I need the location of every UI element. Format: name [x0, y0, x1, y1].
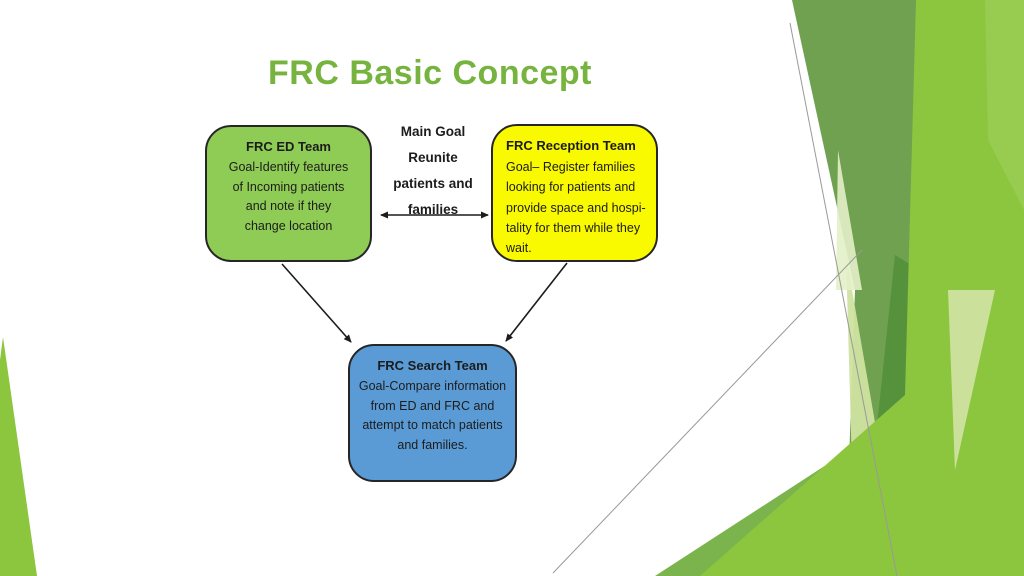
frc-reception-team-box: FRC Reception Team Goal– Register famili… — [491, 124, 658, 262]
decor-light-accent — [985, 0, 1024, 210]
frc-ed-team-body: Goal-Identify features of Incoming patie… — [228, 160, 349, 233]
slide-title: FRC Basic Concept — [268, 54, 592, 92]
frc-search-team-box: FRC Search Team Goal-Compare information… — [348, 344, 517, 482]
decor-pale-strip — [836, 150, 862, 290]
decor-pale-accent — [948, 290, 995, 470]
frc-search-team-body: Goal-Compare information from ED and FRC… — [358, 379, 507, 452]
decor-hairline-1 — [789, 22, 898, 576]
main-goal-caption: Main Goal Reunite patients and families — [393, 124, 473, 217]
frc-ed-team-box: FRC ED Team Goal-Identify features of In… — [205, 125, 372, 262]
decor-bright-region — [700, 0, 1024, 576]
frc-ed-team-title: FRC ED Team — [246, 139, 331, 154]
bottom-left-wedge — [0, 337, 37, 576]
frc-search-team-title: FRC Search Team — [377, 358, 488, 373]
frc-reception-team-body: Goal– Register families looking for pati… — [506, 160, 646, 256]
frc-reception-team-title: FRC Reception Team — [506, 138, 636, 153]
decor-hairline-2 — [552, 249, 863, 574]
